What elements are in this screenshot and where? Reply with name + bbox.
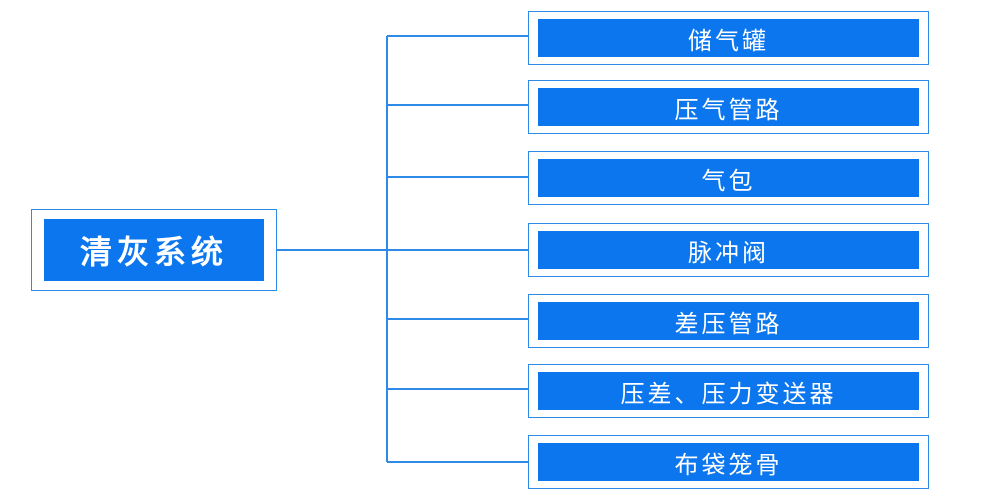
child-node-label: 储气罐 (538, 19, 919, 57)
child-node-label: 气包 (538, 159, 919, 197)
child-node-label: 压差、压力变送器 (538, 372, 919, 410)
root-node: 清灰系统 (31, 209, 277, 291)
child-node-storage-tank: 储气罐 (528, 11, 929, 65)
child-node-label: 压气管路 (538, 88, 919, 126)
child-node-transmitters: 压差、压力变送器 (528, 364, 929, 418)
child-node-bag-cage: 布袋笼骨 (528, 435, 929, 489)
child-node-differential-pipeline: 差压管路 (528, 294, 929, 348)
root-node-label: 清灰系统 (44, 219, 264, 281)
child-node-pressure-pipeline: 压气管路 (528, 80, 929, 134)
child-node-label: 布袋笼骨 (538, 443, 919, 481)
child-node-label: 脉冲阀 (538, 231, 919, 269)
child-node-pulse-valve: 脉冲阀 (528, 223, 929, 277)
child-node-label: 差压管路 (538, 302, 919, 340)
child-node-air-header: 气包 (528, 151, 929, 205)
